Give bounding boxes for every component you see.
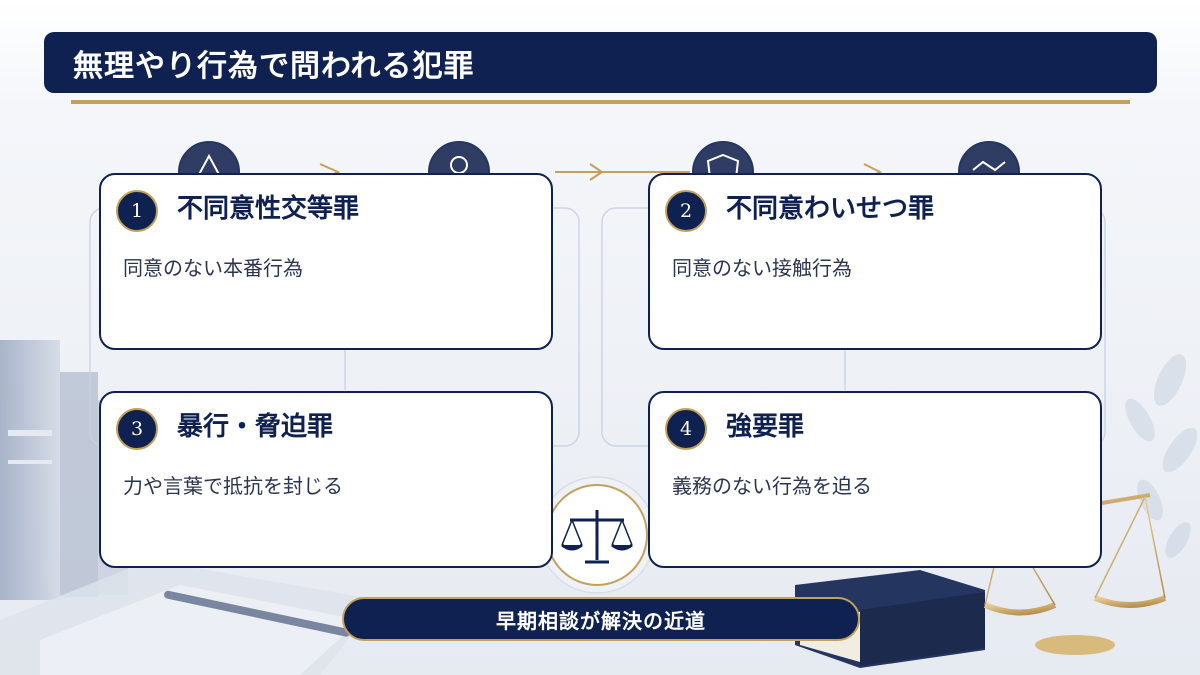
card-description: 義務のない行為を迫る <box>672 474 872 498</box>
card-title: 不同意性交等罪 <box>177 194 360 224</box>
card-title: 暴行・脅迫罪 <box>177 412 334 442</box>
leaves-illustration <box>1125 354 1198 558</box>
card-description: 力や言葉で抵抗を封じる <box>123 474 343 498</box>
card-number-badge: 1 <box>116 190 158 232</box>
page-title: 無理やり行為で問われる犯罪 <box>73 48 475 84</box>
crime-card-1: 1 不同意性交等罪 同意のない本番行為 <box>99 173 553 350</box>
card-title: 強要罪 <box>726 412 805 442</box>
card-description: 同意のない接触行為 <box>672 256 852 280</box>
crime-card-2: 2 不同意わいせつ罪 同意のない接触行為 <box>648 173 1102 350</box>
crime-card-4: 4 強要罪 義務のない行為を迫る <box>648 391 1102 568</box>
scales-of-justice-icon <box>538 476 656 594</box>
title-bar: 無理やり行為で問われる犯罪 <box>44 32 1157 93</box>
papers-pen-illustration <box>0 560 380 675</box>
card-number-badge: 3 <box>116 408 158 450</box>
bottom-banner: 早期相談が解決の近道 <box>342 597 860 641</box>
banner-text: 早期相談が解決の近道 <box>496 608 706 633</box>
card-title: 不同意わいせつ罪 <box>726 194 935 224</box>
title-underline <box>71 100 1130 104</box>
card-description: 同意のない本番行為 <box>123 256 303 280</box>
card-number-badge: 4 <box>665 408 707 450</box>
crime-card-3: 3 暴行・脅迫罪 力や言葉で抵抗を封じる <box>99 391 553 568</box>
card-number-badge: 2 <box>665 190 707 232</box>
